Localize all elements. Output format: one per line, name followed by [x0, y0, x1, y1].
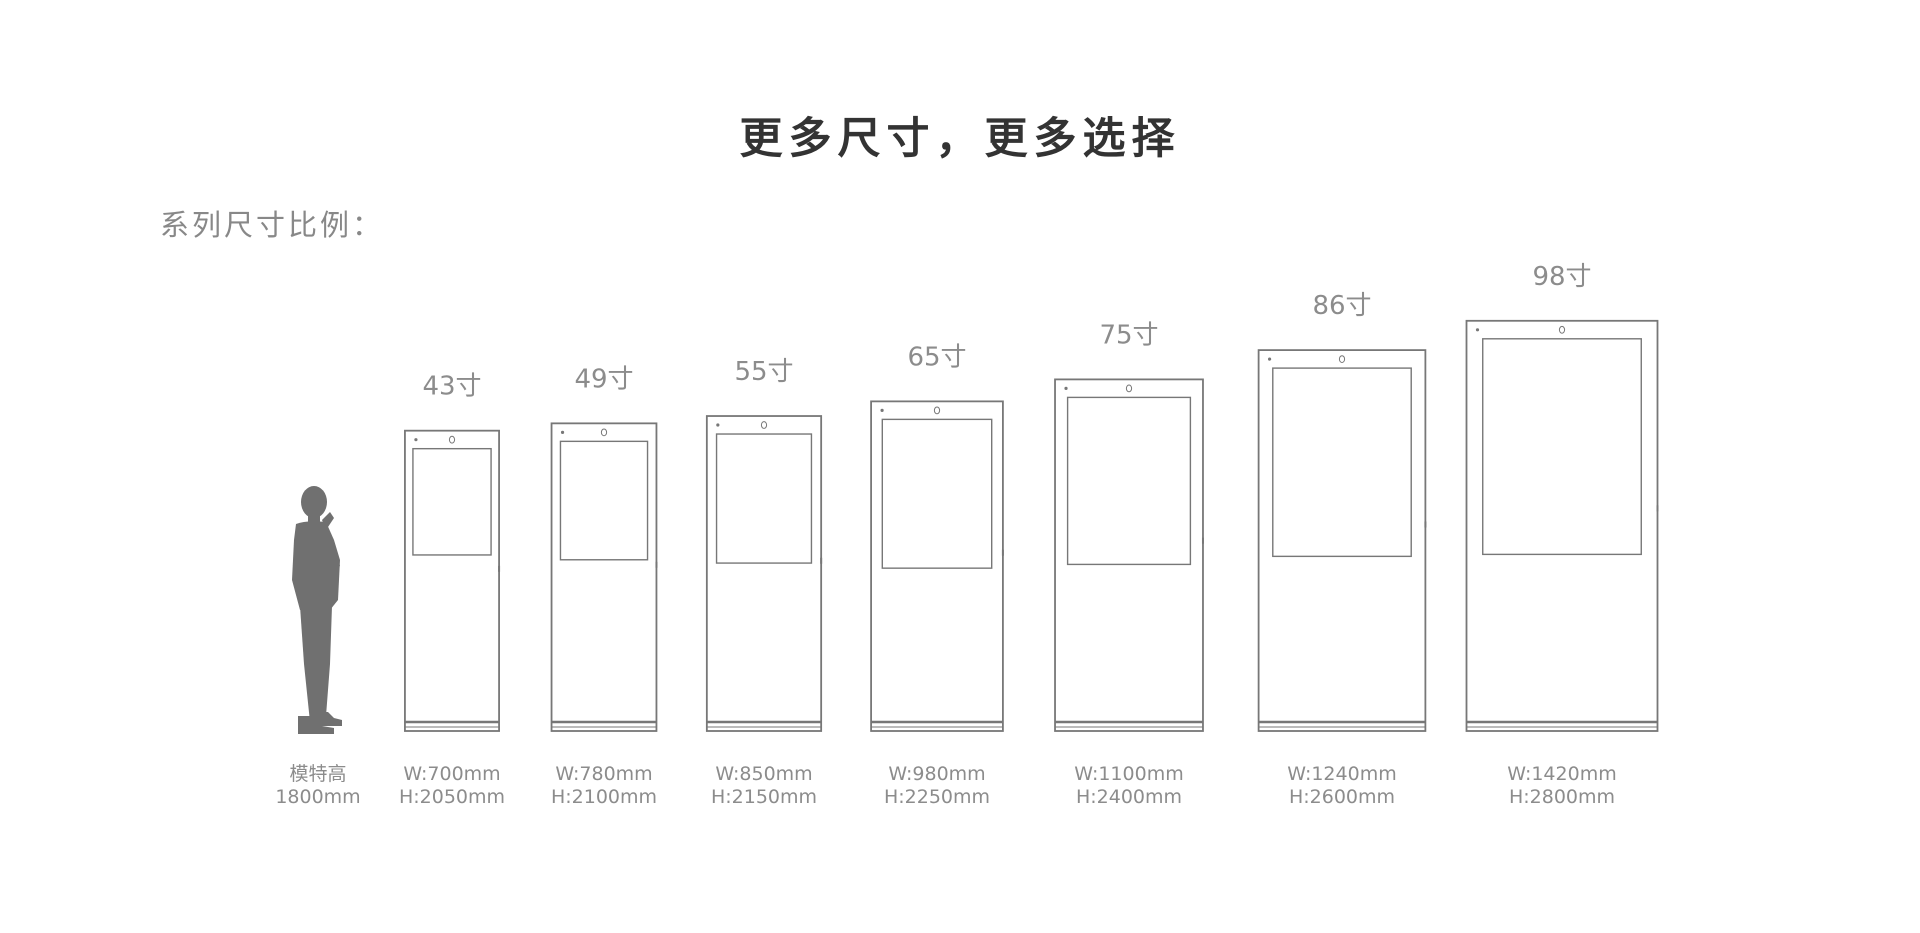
side-button-icon	[820, 557, 823, 564]
kiosk-size-label: 55寸	[734, 357, 793, 387]
kiosk-size-label: 43寸	[422, 372, 481, 402]
model-label: 模特高	[289, 763, 346, 785]
sensor-icon	[1064, 386, 1068, 390]
kiosk-height-label: H:2400mm	[1076, 786, 1182, 808]
kiosk-size-label: 65寸	[907, 342, 966, 372]
kiosk-screen	[1272, 367, 1412, 558]
side-button-icon	[498, 565, 501, 572]
kiosk-screen	[715, 433, 813, 564]
kiosk-body	[1054, 378, 1204, 732]
kiosk-height-label: H:2250mm	[884, 786, 990, 808]
camera-icon	[1558, 325, 1566, 334]
kiosk-height-label: H:2050mm	[399, 786, 505, 808]
kiosk-height-label: H:2150mm	[711, 786, 817, 808]
person-silhouette-icon	[292, 486, 342, 734]
kiosk-height-label: H:2100mm	[551, 786, 657, 808]
sensor-icon	[560, 430, 565, 434]
kiosk-width-label: W:1420mm	[1507, 763, 1616, 785]
camera-icon	[760, 421, 768, 429]
kiosk-size-label: 49寸	[574, 364, 633, 394]
kiosk-screen	[1066, 396, 1192, 566]
side-button-icon	[1201, 537, 1204, 544]
kiosk-width-label: W:980mm	[888, 763, 985, 785]
kiosk-body	[404, 429, 500, 732]
kiosk-body	[1257, 349, 1427, 732]
camera-icon	[1338, 355, 1346, 364]
kiosk-body	[870, 400, 1004, 732]
kiosk-height-label: H:2800mm	[1509, 786, 1615, 808]
kiosk-width-label: W:780mm	[555, 763, 652, 785]
model-height: 1800mm	[275, 786, 360, 808]
sensor-icon	[880, 408, 884, 412]
kiosk-screen	[881, 418, 993, 569]
kiosk-body	[1465, 319, 1659, 732]
side-button-icon	[655, 561, 658, 568]
camera-icon	[933, 406, 941, 415]
kiosk-size-label: 75寸	[1099, 320, 1158, 350]
kiosk-screen	[412, 447, 492, 556]
kiosk-body	[550, 422, 658, 732]
kiosk-screen	[1482, 338, 1642, 556]
kiosk-body	[705, 415, 823, 732]
sensor-icon	[1475, 328, 1480, 332]
camera-icon	[448, 435, 456, 444]
sensor-icon	[414, 438, 418, 442]
series-ratio-label: 系列尺寸比例：	[160, 208, 385, 242]
kiosk-width-label: W:1100mm	[1074, 763, 1183, 785]
side-button-icon	[1001, 549, 1004, 556]
kiosk-height-label: H:2600mm	[1289, 786, 1395, 808]
kiosk-size-label: 86寸	[1312, 291, 1371, 321]
page-title: 更多尺寸，更多选择	[739, 114, 1181, 164]
kiosk-screen	[559, 440, 649, 561]
sensor-icon	[1268, 357, 1272, 361]
kiosk-width-label: W:850mm	[715, 763, 812, 785]
side-button-icon	[1656, 505, 1659, 512]
camera-icon	[1125, 384, 1133, 393]
kiosk-width-label: W:700mm	[403, 763, 500, 785]
sensor-icon	[716, 423, 720, 427]
kiosk-width-label: W:1240mm	[1287, 763, 1396, 785]
camera-icon	[600, 428, 608, 437]
kiosk-size-label: 98寸	[1532, 262, 1591, 292]
side-button-icon	[1424, 521, 1427, 528]
